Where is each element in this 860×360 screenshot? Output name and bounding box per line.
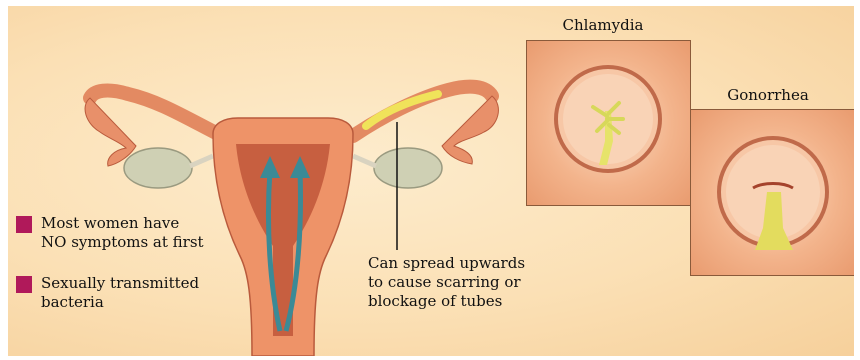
legend-item-sti: Sexually transmitted bacteria bbox=[16, 274, 199, 312]
illustration-panel: Most women have NO symptoms at first Sex… bbox=[8, 6, 854, 356]
legend-swatch bbox=[16, 216, 32, 233]
left-ovary bbox=[124, 148, 192, 188]
legend-item-no-symptoms: Most women have NO symptoms at first bbox=[16, 214, 204, 252]
chlamydia-cervix-illustration bbox=[527, 41, 690, 205]
chlamydia-inset bbox=[526, 40, 691, 206]
right-fimbriae bbox=[442, 96, 498, 164]
legend-text: Most women have NO symptoms at first bbox=[41, 214, 204, 252]
gonorrhea-cervix-illustration bbox=[691, 110, 854, 275]
right-ovary bbox=[374, 148, 442, 188]
left-ovarian-ligament bbox=[190, 156, 213, 166]
legend-swatch bbox=[16, 276, 32, 293]
chlamydia-label: Chlamydia bbox=[543, 16, 663, 34]
gonorrhea-inset bbox=[690, 109, 854, 276]
gonorrhea-label: Gonorrhea bbox=[708, 86, 828, 104]
right-ovarian-ligament bbox=[353, 156, 376, 166]
left-fimbriae bbox=[85, 98, 136, 166]
callout-text: Can spread upwards to cause scarring or … bbox=[368, 254, 538, 311]
legend-text: Sexually transmitted bacteria bbox=[41, 274, 199, 312]
